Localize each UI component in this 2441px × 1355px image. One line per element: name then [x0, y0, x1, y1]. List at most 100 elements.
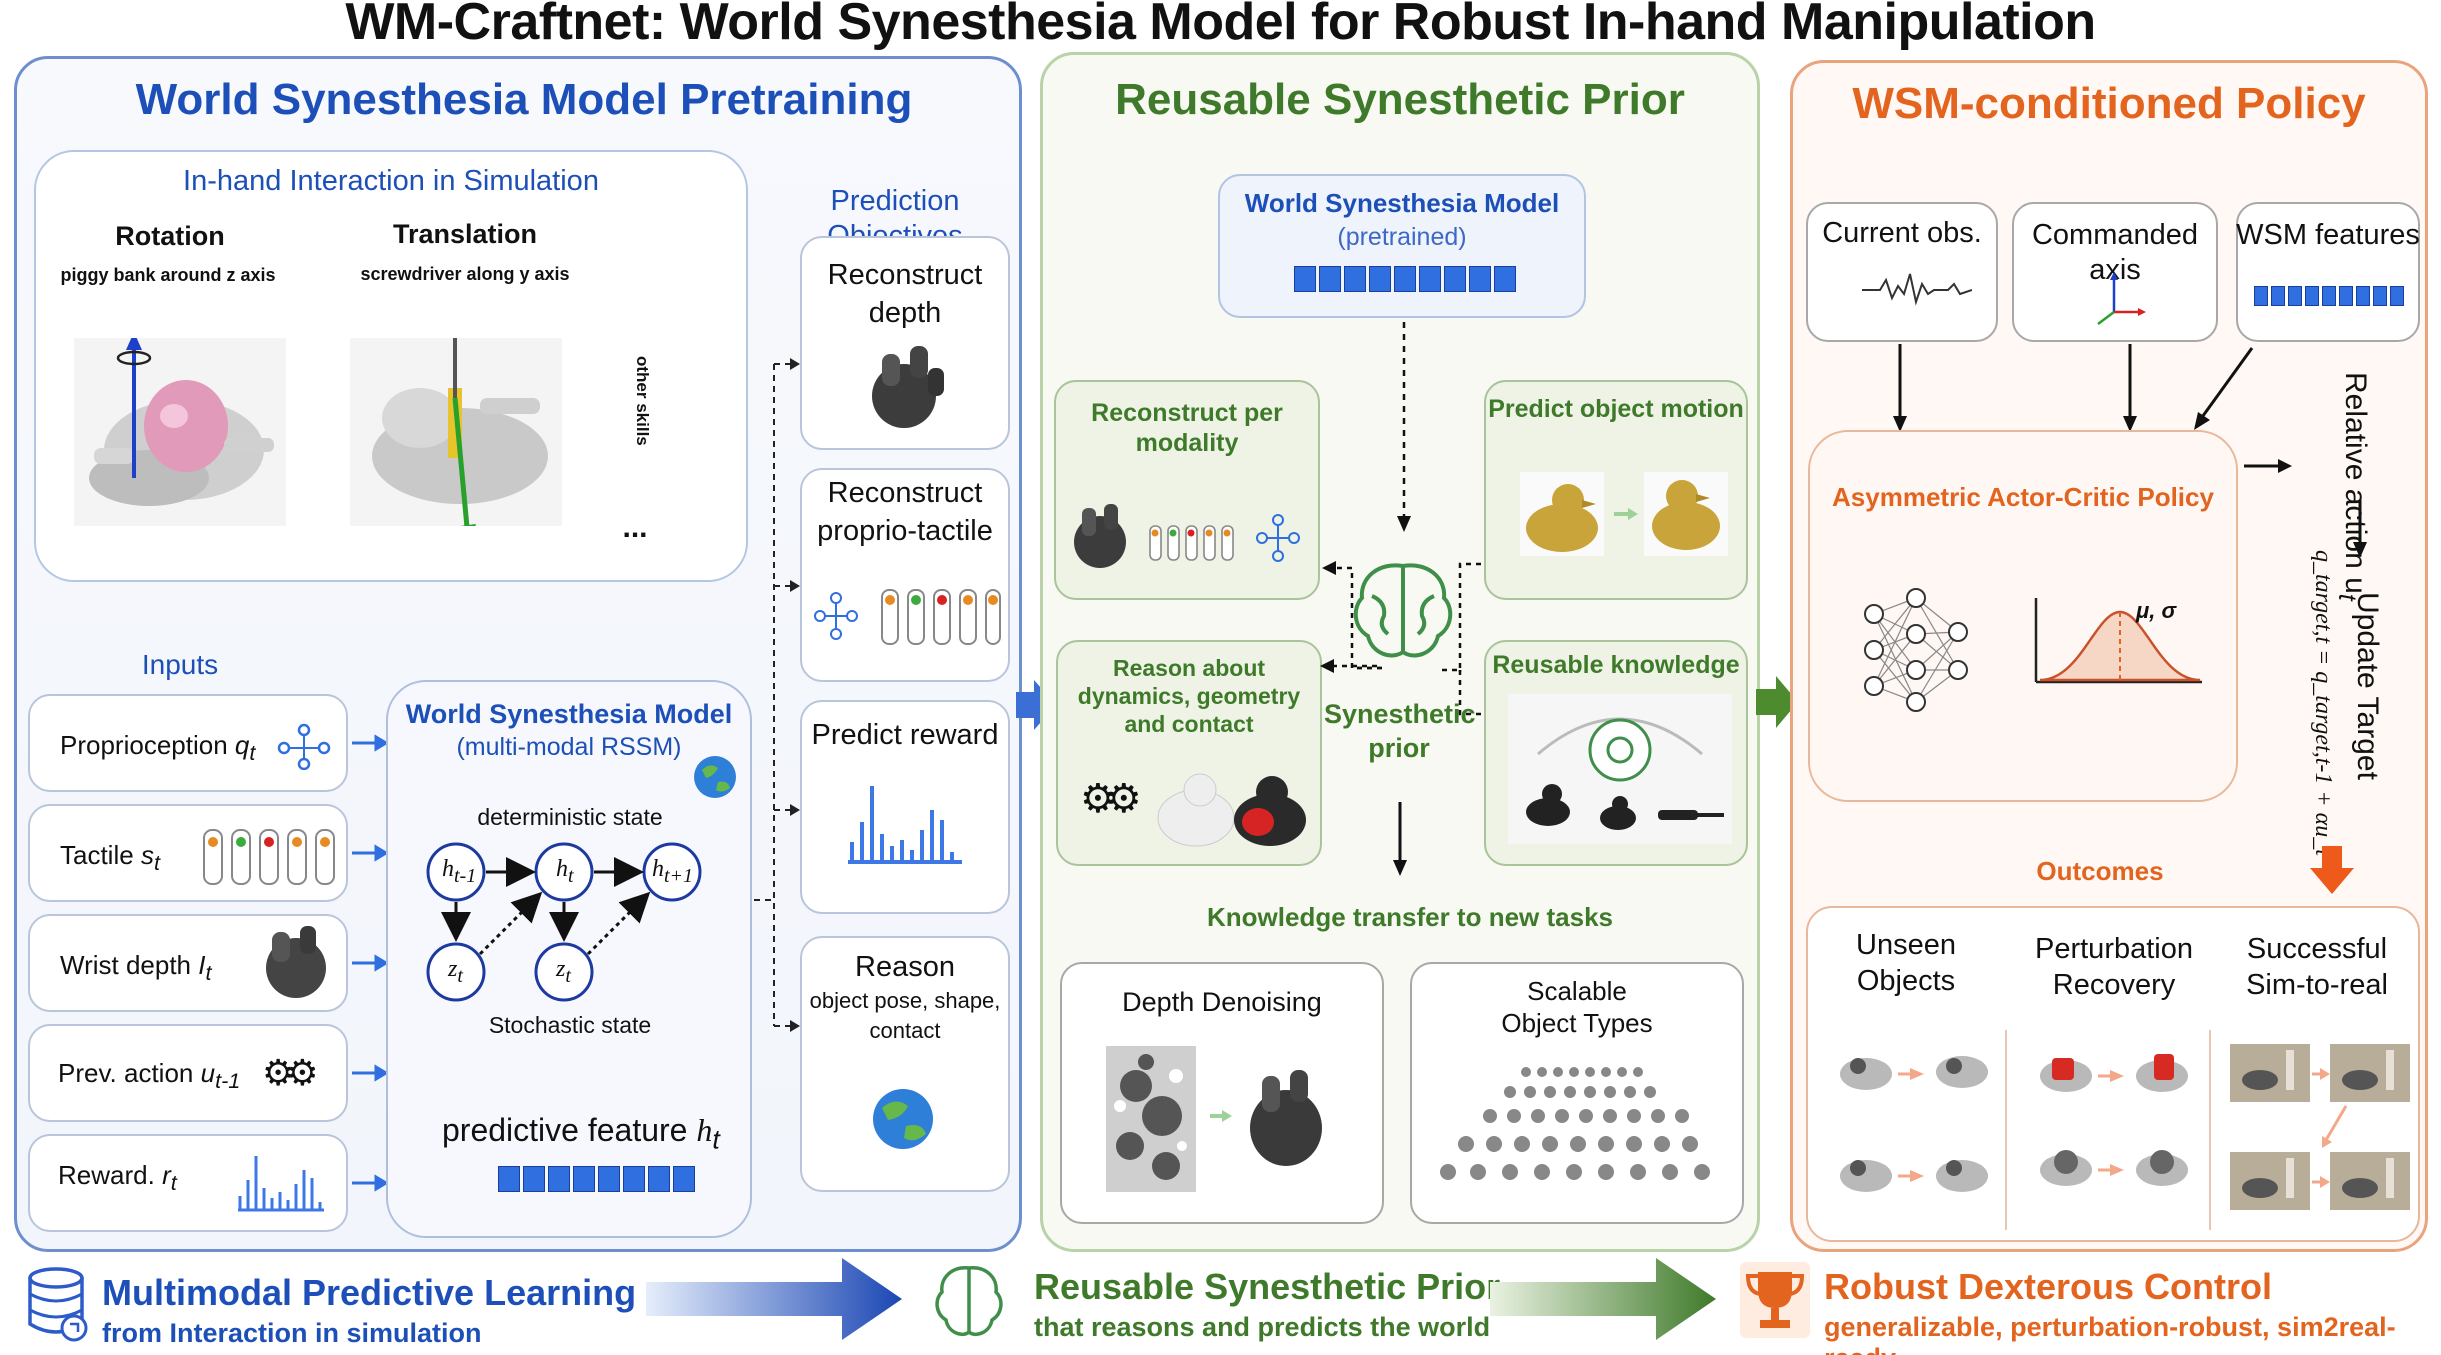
brain-icon — [1353, 563, 1453, 658]
transfer-label: Knowledge transfer to new tasks — [1207, 902, 1613, 932]
scalable-line2: Object Types — [1501, 1008, 1653, 1038]
scalable-objects-box — [1410, 962, 1744, 1224]
input-prev-action-label: Prev. action ut-1 — [58, 1058, 241, 1094]
outcome3-line2: Sim-to-real — [2246, 969, 2388, 1001]
proprio-tactile-icon — [814, 589, 1001, 645]
pretrained-wsm-sub: (pretrained) — [1337, 223, 1467, 251]
node-h-prev: ht-1 — [442, 856, 477, 887]
predictive-feature-bar — [498, 1166, 695, 1192]
tactile-icon — [203, 829, 335, 885]
other-skills-label: other skills — [632, 356, 652, 446]
objective-dashed-links — [754, 358, 800, 1032]
globe-large-icon — [873, 1089, 933, 1149]
ellipsis: ... — [622, 511, 648, 544]
axis-icon — [2097, 272, 2146, 325]
outcome1-line2: Objects — [1856, 965, 1956, 997]
bottom-arrow-green — [1490, 1258, 1716, 1340]
update-target-label: Update Target — [2351, 592, 2384, 780]
arrow-prior-to-policy — [1756, 676, 1798, 728]
input-reward — [28, 1134, 348, 1232]
duck-motion-icon — [1520, 472, 1728, 556]
current-obs-label: Current obs. — [1822, 217, 1982, 249]
input-wrist-depth-label: Wrist depth It — [60, 950, 212, 986]
reconstruct-modality-label: Reconstruct per modality — [1091, 399, 1283, 457]
outcome1-line1: Unseen — [1856, 929, 1956, 961]
outcome2-line1: Perturbation — [2035, 933, 2193, 965]
duck-shapes-icon — [1157, 773, 1306, 847]
prior-header: Reusable Synesthetic Prior — [1115, 75, 1685, 124]
arrow-pretrain-to-prior — [1016, 680, 1056, 730]
reward-chart-large-icon — [848, 786, 962, 864]
objective-2-line1: Predict reward — [811, 719, 999, 751]
scalable-line1: Scalable — [1527, 976, 1627, 1006]
objective-1-line2: proprio-tactile — [817, 515, 993, 547]
update-equation: q_target,t = q_target,t-1 + αu_t — [2310, 550, 2336, 856]
reusable-knowledge-label: Reusable knowledge — [1492, 651, 1740, 679]
mu-sigma-label: μ, σ — [2136, 598, 2177, 623]
predict-motion-label: Predict object motion — [1488, 395, 1744, 423]
actor-critic-label: Asymmetric Actor-Critic Policy — [1832, 482, 2214, 512]
database-icon — [28, 1267, 88, 1342]
pretrained-wsm-bar — [1294, 266, 1516, 292]
simulation-title: In-hand Interaction in Simulation — [183, 165, 599, 197]
outcome-divider-2 — [2209, 1030, 2211, 1230]
wsm-subtitle: (multi-modal RSSM) — [456, 733, 682, 761]
rssm-graph — [426, 842, 702, 1002]
wsm-features-box — [2236, 202, 2420, 342]
reusable-knowledge-icon — [1508, 694, 1732, 844]
bottom-2-sub: that reasons and predicts the world — [1034, 1312, 1491, 1342]
objective-3-line1: Reason — [855, 951, 955, 983]
outcome2-line2: Recovery — [2052, 969, 2176, 1001]
stochastic-state-label: Stochastic state — [488, 1012, 652, 1038]
depth-hand-icon — [872, 346, 944, 428]
rotation-sub: piggy bank around z axis — [60, 265, 276, 285]
prior-left-dashed-link2 — [1320, 659, 1378, 673]
page-title: WM-Craftnet: World Synesthesia Model for… — [345, 0, 2096, 51]
objective-3-line2: object pose, shape, — [809, 988, 1001, 1013]
pretraining-header: World Synesthesia Model Pretraining — [135, 75, 913, 124]
policy-output-arrow — [2244, 459, 2292, 473]
objective-reason — [800, 936, 1010, 1192]
node-z2: zt — [556, 956, 571, 987]
node-z1: zt — [448, 956, 463, 987]
sim-to-real-image — [2230, 1044, 2410, 1210]
reward-chart-icon — [238, 1156, 324, 1212]
prior-word-label: prior — [1368, 733, 1430, 763]
policy-input-arrows — [1893, 344, 2254, 432]
reason-dynamics-label: Reason about dynamics, geometry and cont… — [1077, 655, 1301, 737]
input-tactile-label: Tactile st — [60, 840, 160, 876]
synesthetic-label: Synesthetic — [1324, 699, 1476, 729]
outcome-divider-1 — [2005, 1030, 2007, 1230]
wsm-features-label: WSM features — [2236, 219, 2420, 251]
pretrained-wsm-title: World Synesthesia Model — [1244, 188, 1560, 218]
predictive-feature-label: predictive feature ht — [442, 1112, 720, 1155]
reconstruct-modality-icons — [1074, 504, 1300, 568]
input-proprioception — [28, 694, 348, 792]
outcome-down-arrow — [2310, 846, 2354, 894]
objective-predict-reward — [800, 700, 1010, 914]
relative-action-down-arrow — [2353, 500, 2367, 558]
node-h-now: ht — [556, 856, 574, 887]
objective-3-line3: contact — [869, 1018, 941, 1043]
depth-denoising-label: Depth Denoising — [1122, 987, 1322, 1017]
bottom-3-title: Robust Dexterous Control — [1824, 1266, 2273, 1307]
outcomes-label: Outcomes — [2036, 856, 2164, 886]
globe-icon — [694, 756, 736, 798]
depth-denoising-image — [1106, 1046, 1322, 1192]
prior-left-dashed-links — [1322, 561, 1382, 670]
prior-dashed-down-arrow — [1397, 322, 1411, 532]
translation-sub: screwdriver along y axis — [360, 264, 570, 284]
gaussian-icon — [2034, 598, 2202, 684]
depth-image-icon — [266, 926, 326, 998]
rotation-hand-image — [74, 338, 286, 526]
bottom-arrow-blue — [646, 1258, 902, 1340]
wsm-features-bar — [2254, 286, 2404, 306]
bottom-3-sub: generalizable, perturbation-robust, sim2… — [1824, 1312, 2396, 1355]
inputs-label: Inputs — [141, 649, 219, 680]
input-reward-label: Reward. rt — [58, 1160, 177, 1196]
objective-0-line2: depth — [868, 297, 942, 329]
bottom-1-title: Multimodal Predictive Learning — [102, 1272, 637, 1313]
node-h-next: ht+1 — [652, 856, 694, 887]
signal-wave-icon — [1862, 273, 1972, 306]
input-prev-action — [28, 1024, 348, 1122]
